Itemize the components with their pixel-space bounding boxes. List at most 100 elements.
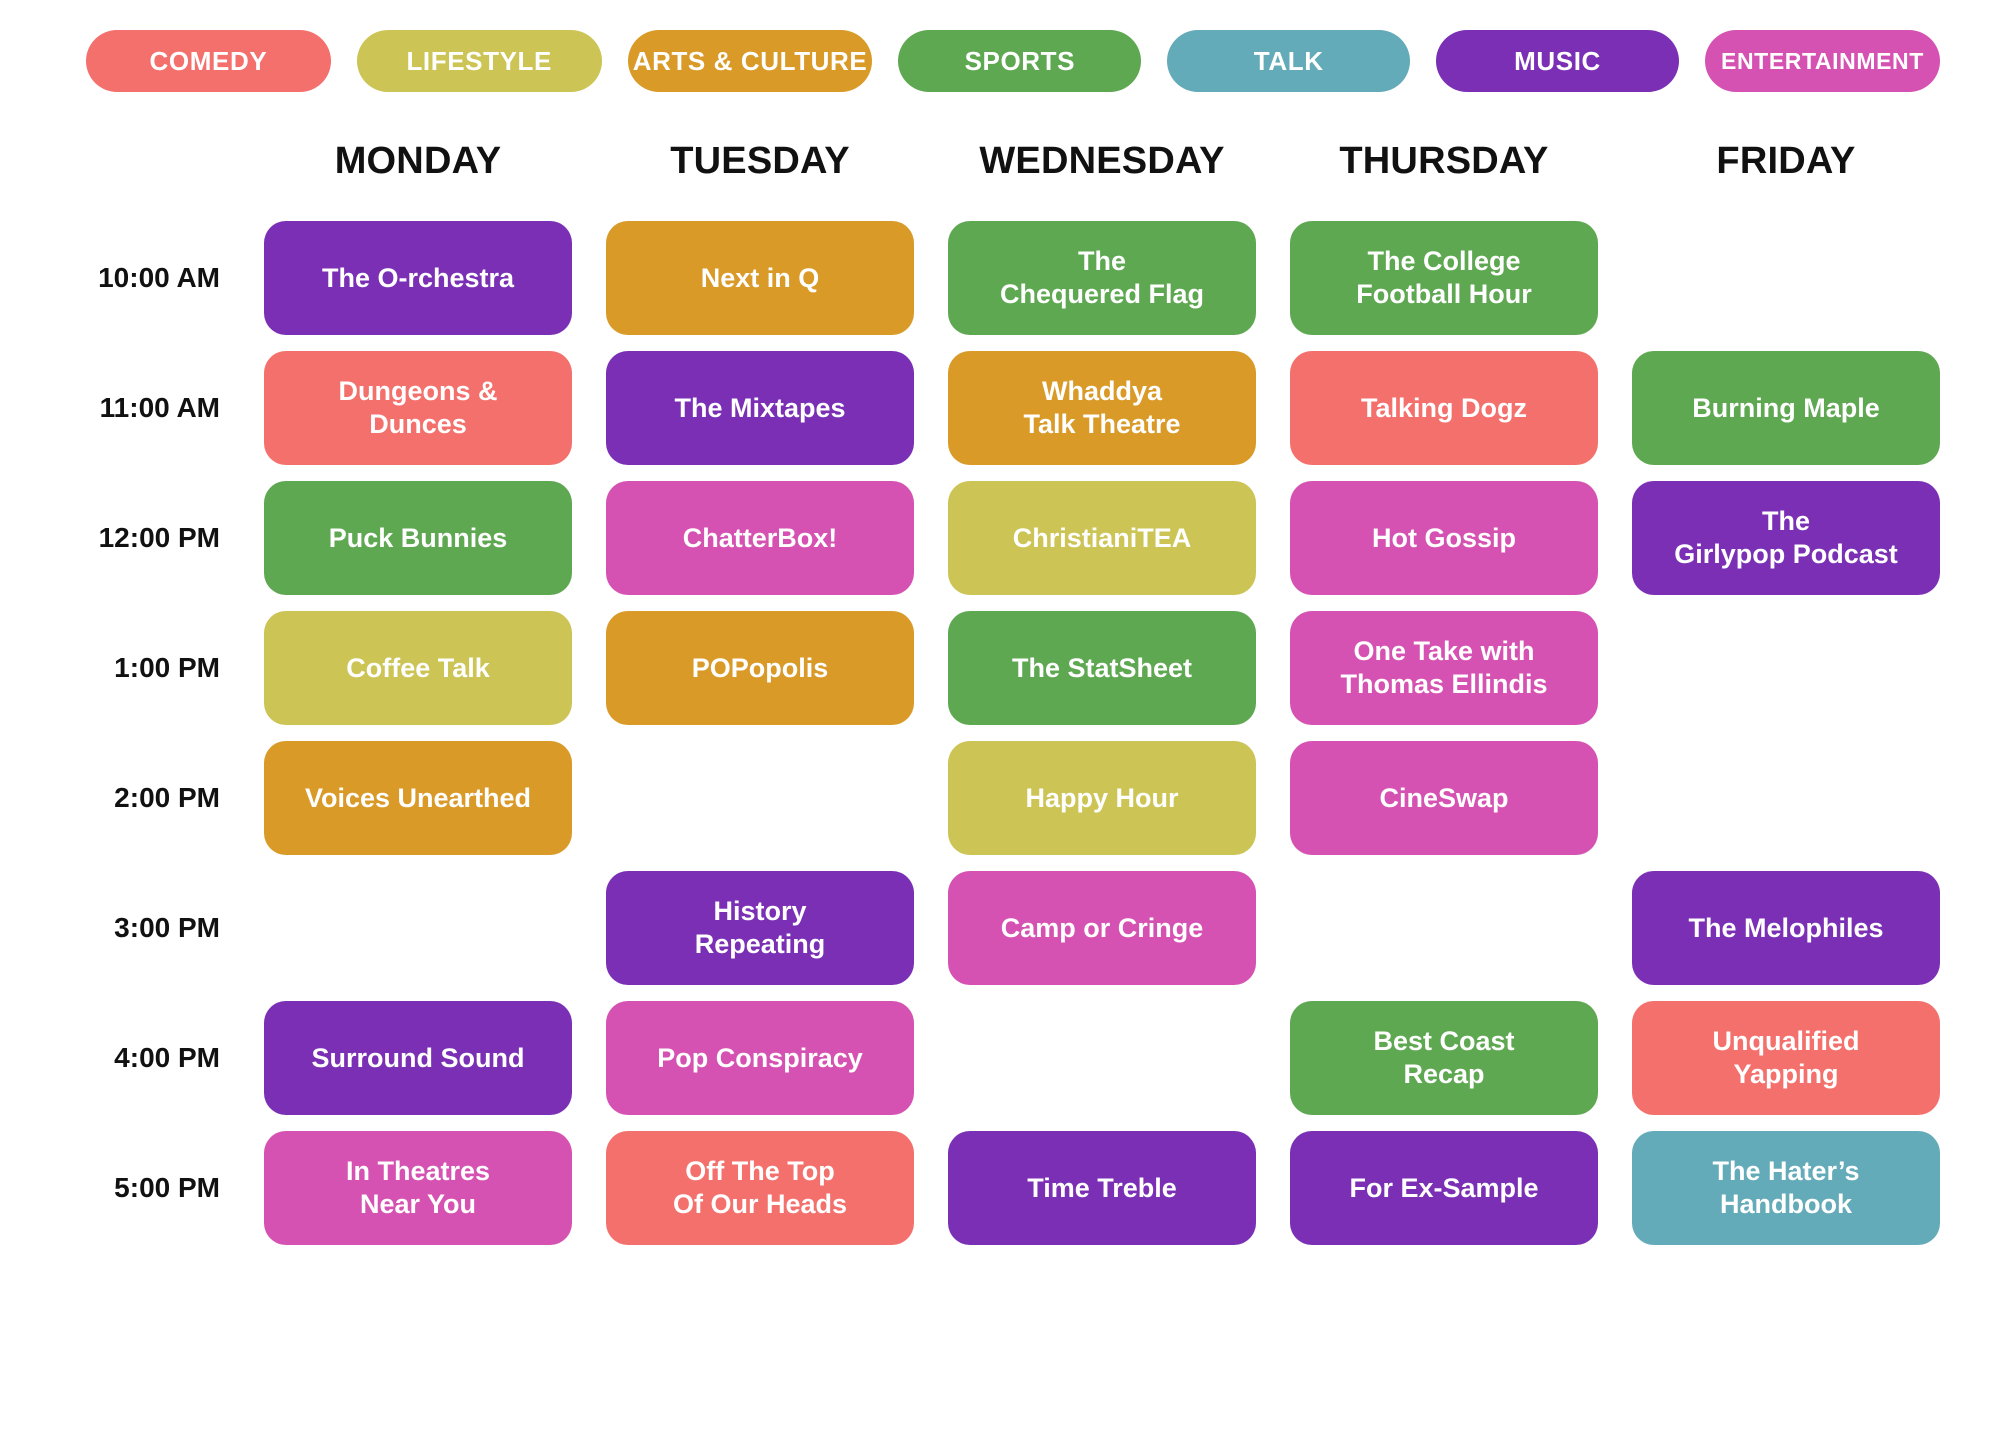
show-title: The StatSheet [1012,652,1192,685]
legend-pill-entertainment[interactable]: ENTERTAINMENT [1704,30,1940,92]
time-label: 12:00 PM [98,522,220,553]
show-card[interactable]: Pop Conspiracy [606,1001,914,1115]
show-title: For Ex-Sample [1349,1172,1538,1205]
show-card[interactable]: Next in Q [606,221,914,335]
schedule-slot: Pop Conspiracy [606,1001,914,1115]
show-title: Surround Sound [312,1042,525,1075]
show-card[interactable]: ChristianiTEA [948,481,1256,595]
show-title-line: POPopolis [691,652,829,683]
time-label: 4:00 PM [114,1042,220,1073]
show-title-line: Camp or Cringe [1000,912,1204,943]
schedule-slot: The O-rchestra [264,221,572,335]
time-label: 11:00 AM [99,392,220,423]
show-title-line: Coffee Talk [346,652,490,683]
schedule-slot: Dungeons &Dunces [264,351,572,465]
show-card[interactable]: The Mixtapes [606,351,914,465]
show-card[interactable]: Dungeons &Dunces [264,351,572,465]
show-title: Hot Gossip [1372,522,1516,555]
time-label: 10:00 AM [98,262,220,293]
legend-pill-comedy[interactable]: COMEDY [86,30,331,92]
show-card[interactable]: Camp or Cringe [948,871,1256,985]
show-card[interactable]: Coffee Talk [264,611,572,725]
schedule-slot: The Mixtapes [606,351,914,465]
schedule-slot: Puck Bunnies [264,481,572,595]
show-card[interactable]: The StatSheet [948,611,1256,725]
day-header-tuesday: TUESDAY [670,140,850,182]
schedule-slot-empty [1290,871,1598,985]
show-card[interactable]: Time Treble [948,1131,1256,1245]
show-card[interactable]: The O-rchestra [264,221,572,335]
show-card[interactable]: ChatterBox! [606,481,914,595]
legend-pill-sports[interactable]: SPORTS [898,30,1142,92]
show-card[interactable]: CineSwap [1290,741,1598,855]
schedule-slot-empty [606,741,914,855]
show-card[interactable]: The Melophiles [1632,871,1940,985]
show-title: POPopolis [692,652,829,685]
show-card[interactable]: Burning Maple [1632,351,1940,465]
legend-pill-label: TALK [1253,45,1324,76]
show-card[interactable]: Hot Gossip [1290,481,1598,595]
show-card[interactable]: For Ex-Sample [1290,1131,1598,1245]
legend-pill-label: ENTERTAINMENT [1721,47,1924,74]
show-title: The O-rchestra [322,262,514,295]
show-title-line: Thomas Ellindis [1340,669,1548,699]
show-title-line: Girlypop Podcast [1674,539,1898,569]
schedule-slot: POPopolis [606,611,914,725]
show-title-line: Talking Dogz [1361,392,1527,423]
time-label: 1:00 PM [114,652,220,683]
show-title-line: The Mixtapes [674,392,846,423]
schedule-slot: Surround Sound [264,1001,572,1115]
show-card[interactable]: Surround Sound [264,1001,572,1115]
legend-pill-arts[interactable]: ARTS & CULTURE [627,30,873,92]
show-card[interactable]: Talking Dogz [1290,351,1598,465]
show-title: Puck Bunnies [329,522,508,555]
show-title: Coffee Talk [346,652,490,685]
show-title-line: History [713,896,807,927]
show-card[interactable]: Voices Unearthed [264,741,572,855]
show-card[interactable]: Puck Bunnies [264,481,572,595]
show-title-line: Dungeons & [338,376,498,407]
legend-pill-music[interactable]: MUSIC [1436,30,1679,92]
grid-corner-blank [60,140,230,205]
show-title-line: Happy Hour [1025,782,1179,813]
show-title-line: Next in Q [700,262,820,293]
show-title-line: Whaddya [1041,376,1162,407]
category-legend: COMEDY LIFESTYLE ARTS & CULTURE SPORTS TALK M… [60,30,1940,92]
legend-pill-talk[interactable]: TALK [1167,30,1411,92]
schedule-slot: Talking Dogz [1290,351,1598,465]
show-title: Pop Conspiracy [657,1042,863,1075]
show-title-line: ChatterBox! [682,522,838,553]
day-header-wednesday: WEDNESDAY [979,140,1225,182]
legend-pill-label: SPORTS [964,45,1076,76]
show-title: Next in Q [701,262,820,295]
show-card[interactable]: POPopolis [606,611,914,725]
show-title-line: Best Coast [1373,1026,1515,1057]
show-title-line: Surround Sound [311,1042,525,1073]
show-card[interactable]: Happy Hour [948,741,1256,855]
show-title: ChristianiTEA [1013,522,1192,555]
legend-pill-lifestyle[interactable]: LIFESTYLE [356,30,602,92]
